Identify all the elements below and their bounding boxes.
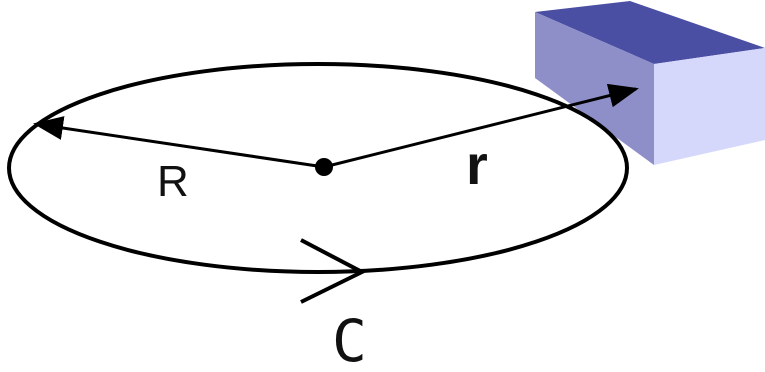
position-vector [323,83,639,169]
block-side-face [535,12,654,165]
loop-contour [7,62,629,274]
block-front-face [654,48,765,165]
direction-arrow [300,238,367,304]
radius-label: R [157,157,189,206]
radius-vector [33,116,325,169]
position-vector-label: r [466,133,488,196]
block-top-face [535,1,765,64]
block [535,1,765,165]
contour-label: C [332,307,367,372]
